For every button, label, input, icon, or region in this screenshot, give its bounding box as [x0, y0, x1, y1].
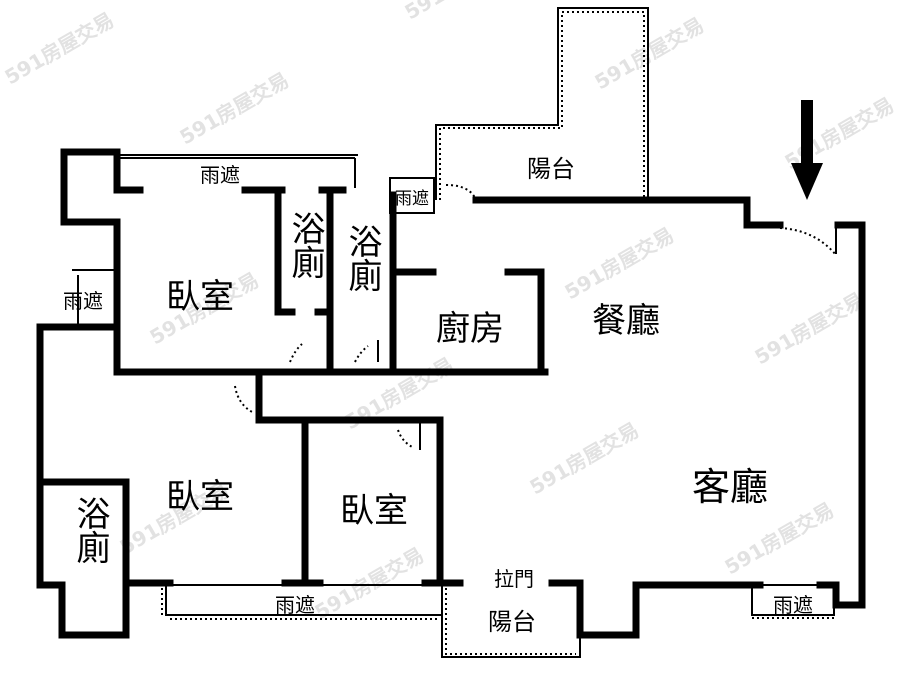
label-canopy-top: 雨遮: [200, 163, 240, 187]
label-kitchen: 廚房: [436, 309, 504, 349]
label-balcony-bottom: 陽台: [488, 608, 536, 636]
room-labels: 餐廳 廚房 客廳 臥室 臥室 臥室 陽台 陽台 拉門 浴廁 浴廁 浴廁 雨遮 雨…: [63, 155, 813, 636]
svg-text:591房屋交易: 591房屋交易: [401, 0, 518, 24]
label-balcony-top: 陽台: [527, 155, 575, 183]
svg-text:591房屋交易: 591房屋交易: [561, 223, 678, 305]
label-bathroom-3: 浴廁: [70, 496, 110, 564]
svg-text:591房屋交易: 591房屋交易: [721, 498, 838, 580]
svg-text:591房屋交易: 591房屋交易: [526, 418, 643, 500]
door-swings: [234, 184, 837, 450]
label-canopy-bottom: 雨遮: [275, 593, 315, 617]
label-bathroom-1: 浴廁: [285, 211, 325, 279]
svg-text:591房屋交易: 591房屋交易: [591, 13, 708, 95]
canopy-top-outline: [117, 154, 358, 188]
label-bedroom-top: 臥室: [166, 277, 234, 317]
label-bathroom-2: 浴廁: [342, 224, 382, 292]
svg-text:591房屋交易: 591房屋交易: [781, 93, 898, 175]
balcony-bottom-outline: [441, 585, 581, 658]
label-sliding-door: 拉門: [494, 567, 534, 591]
canopy-bottom-right-outline: [751, 584, 835, 619]
label-dining-room: 餐廳: [592, 301, 660, 341]
entrance-arrow-icon: [791, 100, 823, 200]
label-bedroom-bottom-left: 臥室: [166, 477, 234, 517]
canopy-small-outline: [389, 177, 435, 214]
label-canopy-bottom-right: 雨遮: [773, 593, 813, 617]
svg-text:591房屋交易: 591房屋交易: [176, 68, 293, 150]
label-living-room: 客廳: [692, 465, 768, 509]
svg-text:591房屋交易: 591房屋交易: [751, 288, 868, 370]
svg-text:591房屋交易: 591房屋交易: [1, 8, 118, 90]
label-canopy-left: 雨遮: [63, 289, 103, 313]
svg-text:591房屋交易: 591房屋交易: [311, 543, 428, 625]
label-canopy-small: 雨遮: [395, 189, 429, 209]
walls: [36, 148, 866, 639]
canopy-left-outline: [72, 269, 117, 325]
balcony-top-outline: [435, 7, 649, 200]
label-bedroom-bottom-mid: 臥室: [340, 491, 408, 531]
